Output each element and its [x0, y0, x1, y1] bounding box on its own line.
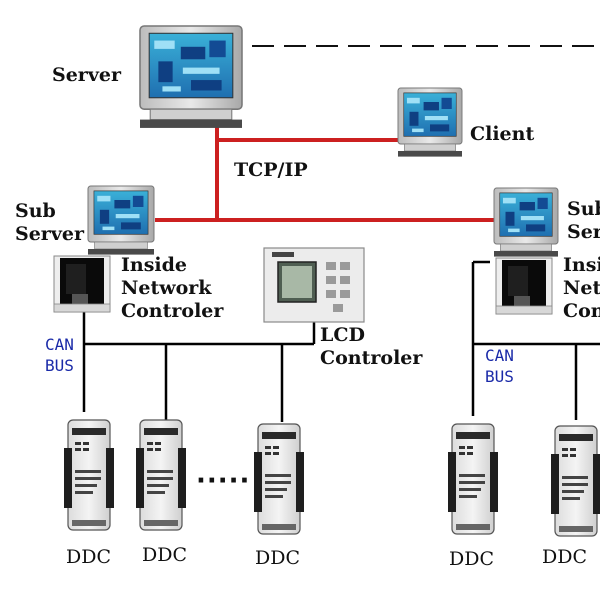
server-label: Server	[52, 64, 121, 86]
can-bus-right-line-1: CAN	[485, 346, 514, 365]
can-bus-right-line	[471, 260, 600, 420]
sub-server-right-line-2: Server	[567, 221, 600, 243]
can-bus-left-line-1: CAN	[45, 335, 74, 354]
can-bus-left-line	[82, 312, 316, 422]
ddc-label-1: DDC	[66, 546, 112, 568]
ddc-label-3: DDC	[255, 547, 301, 569]
sub-server-left-line-2: Server	[15, 223, 84, 245]
lcd-controler-line-1: LCD	[320, 324, 365, 346]
inside-network-left-line-1: Inside	[121, 254, 187, 276]
tcpip-network-line	[155, 126, 495, 222]
inside-network-controler-left-label: Inside Network Controler	[121, 254, 223, 323]
ddc-module-5-icon	[550, 425, 600, 537]
ddc-label-5: DDC	[542, 546, 588, 568]
lcd-controler-line-2: Controler	[320, 347, 423, 369]
sub-server-right-label: Sub Server	[567, 198, 600, 244]
inside-network-right-line-1: Inside	[563, 254, 600, 276]
network-controller-right-icon	[495, 257, 553, 315]
can-bus-left-line-2: BUS	[45, 356, 74, 375]
network-controller-left-icon	[53, 255, 111, 313]
lcd-controller-icon	[263, 247, 365, 323]
ddc-module-3-icon	[253, 423, 305, 535]
sub-server-left-line-1: Sub	[15, 200, 56, 222]
lcd-controler-label: LCD Controler	[320, 324, 422, 370]
server-monitor-icon	[139, 25, 243, 129]
tcpip-label: TCP/IP	[234, 159, 308, 181]
client-label: Client	[470, 123, 535, 145]
inside-network-left-line-3: Controler	[121, 300, 224, 322]
inside-network-controler-right-label: Inside Network Controler	[563, 254, 600, 323]
ddc-label-4: DDC	[449, 548, 495, 570]
sub-server-left-monitor-icon	[87, 185, 155, 256]
can-bus-right-line-2: BUS	[485, 367, 514, 386]
can-bus-right-label: CAN BUS	[485, 345, 514, 387]
sub-server-right-line-1: Sub	[567, 198, 600, 220]
ddc-module-2-icon	[135, 419, 187, 531]
ddc-label-2: DDC	[142, 544, 188, 566]
ellipsis-more-ddc: ·····	[196, 466, 251, 496]
inside-network-right-line-3: Controler	[563, 300, 600, 322]
client-monitor-icon	[397, 87, 463, 158]
ddc-module-4-icon	[447, 423, 499, 535]
inside-network-right-line-2: Network	[563, 277, 600, 299]
sub-server-left-label: Sub Server	[15, 200, 84, 246]
inside-network-left-line-2: Network	[121, 277, 212, 299]
sub-server-right-monitor-icon	[493, 187, 559, 258]
can-bus-left-label: CAN BUS	[45, 334, 74, 376]
ddc-module-1-icon	[63, 419, 115, 531]
